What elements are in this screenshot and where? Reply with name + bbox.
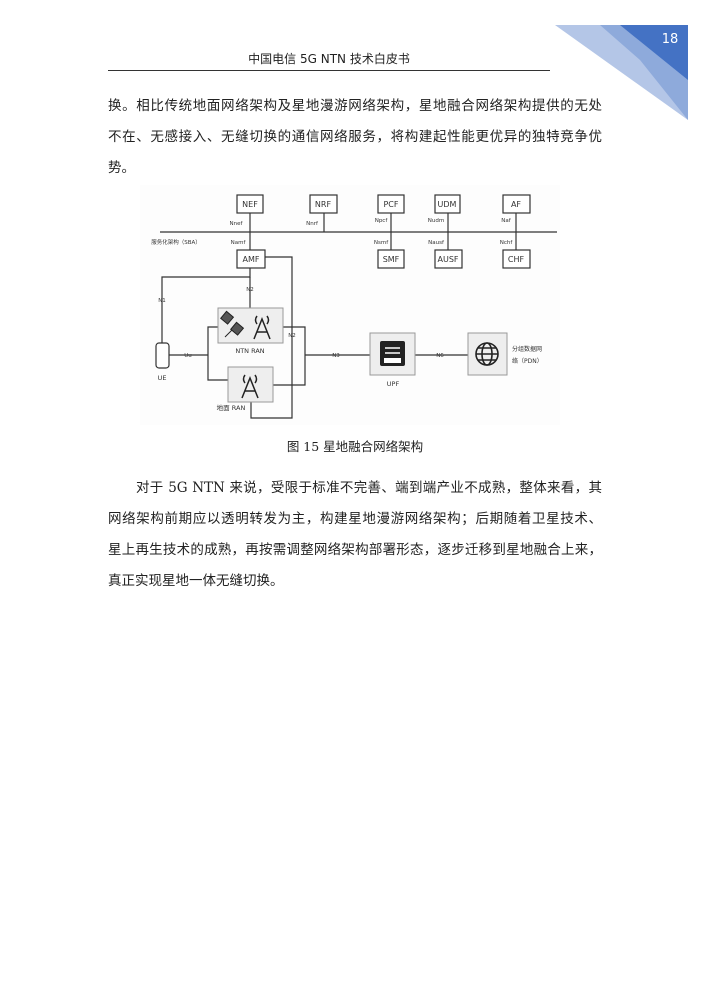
label-namf: Namf [231, 240, 247, 246]
label-nsmf: Nsmf [374, 240, 389, 246]
pdn-label: 分组数据网 [512, 345, 542, 353]
label-nnrf: Nnrf [306, 221, 319, 227]
node-smf: SMF [383, 255, 400, 264]
phone-icon [155, 342, 170, 369]
label-npcf: Npcf [375, 218, 389, 224]
upf-label: UPF [387, 380, 400, 388]
label-nausf: Nausf [428, 240, 445, 246]
label-nchf: Nchf [500, 240, 514, 246]
paragraph-line: 星上再生技术的成熟，再按需调整网络架构部署形态，逐步迁移到星地融合上来， [108, 542, 602, 558]
ground-ran-box [227, 366, 274, 403]
node-amf: AMF [243, 255, 260, 264]
node-ausf: AUSF [437, 255, 458, 264]
tower-icon [241, 374, 259, 399]
ue-label: UE [158, 374, 167, 382]
paragraph-line: 网络架构前期应以透明转发为主，构建星地漫游网络架构；后期随着卫星技术、 [108, 511, 602, 527]
paragraph-line: 换。相比传统地面网络架构及星地漫游网络架构，星地融合网络架构提供的无处 [108, 98, 602, 114]
figure-caption: 图 15 星地融合网络架构 [286, 439, 424, 454]
page-number: 18 [661, 32, 679, 47]
router-icon [380, 341, 405, 366]
label-uu: Uu [184, 353, 192, 359]
label-n1: N1 [158, 298, 166, 304]
sba-label: 服务化架构（SBA） [151, 238, 201, 246]
node-udm: UDM [438, 200, 457, 209]
paragraph-line: 不在、无感接入、无缝切换的通信网络服务，将构建起性能更优异的独特竞争优 [108, 129, 602, 145]
header-rule [108, 70, 550, 71]
paragraph-line: 真正实现星地一体无缝切换。 [108, 573, 284, 589]
label-n2: N2 [246, 287, 254, 293]
label-nnef: Nnef [230, 221, 244, 227]
header-title: 中国电信 5G NTN 技术白皮书 [248, 52, 410, 66]
network-architecture-diagram: NEF NRF PCF UDM AF SMF AUSF CHF AMF Nnef… [140, 185, 560, 425]
tower-icon [253, 315, 271, 340]
label-naf: Naf [501, 218, 511, 224]
paragraph-line: 对于 5G NTN 来说，受限于标准不完善、端到端产业不成熟，整体来看，其 [136, 480, 602, 496]
node-pcf: PCF [383, 200, 398, 209]
corner-decoration [555, 25, 688, 120]
ground-ran-label: 地面 RAN [217, 403, 246, 412]
node-af: AF [511, 200, 521, 209]
label-nudm: Nudm [428, 218, 444, 224]
node-chf: CHF [508, 255, 525, 264]
node-nrf: NRF [315, 200, 332, 209]
satellite-icon [220, 310, 245, 338]
label-n2: N2 [288, 333, 296, 339]
pdn-label: 络（PDN） [512, 357, 543, 365]
node-nef: NEF [242, 200, 258, 209]
globe-icon [475, 342, 499, 366]
ntn-ran-label: NTN RAN [235, 347, 264, 355]
paragraph-line: 势。 [108, 160, 135, 176]
label-n3: N3 [332, 353, 340, 359]
label-n6: N6 [436, 353, 444, 359]
